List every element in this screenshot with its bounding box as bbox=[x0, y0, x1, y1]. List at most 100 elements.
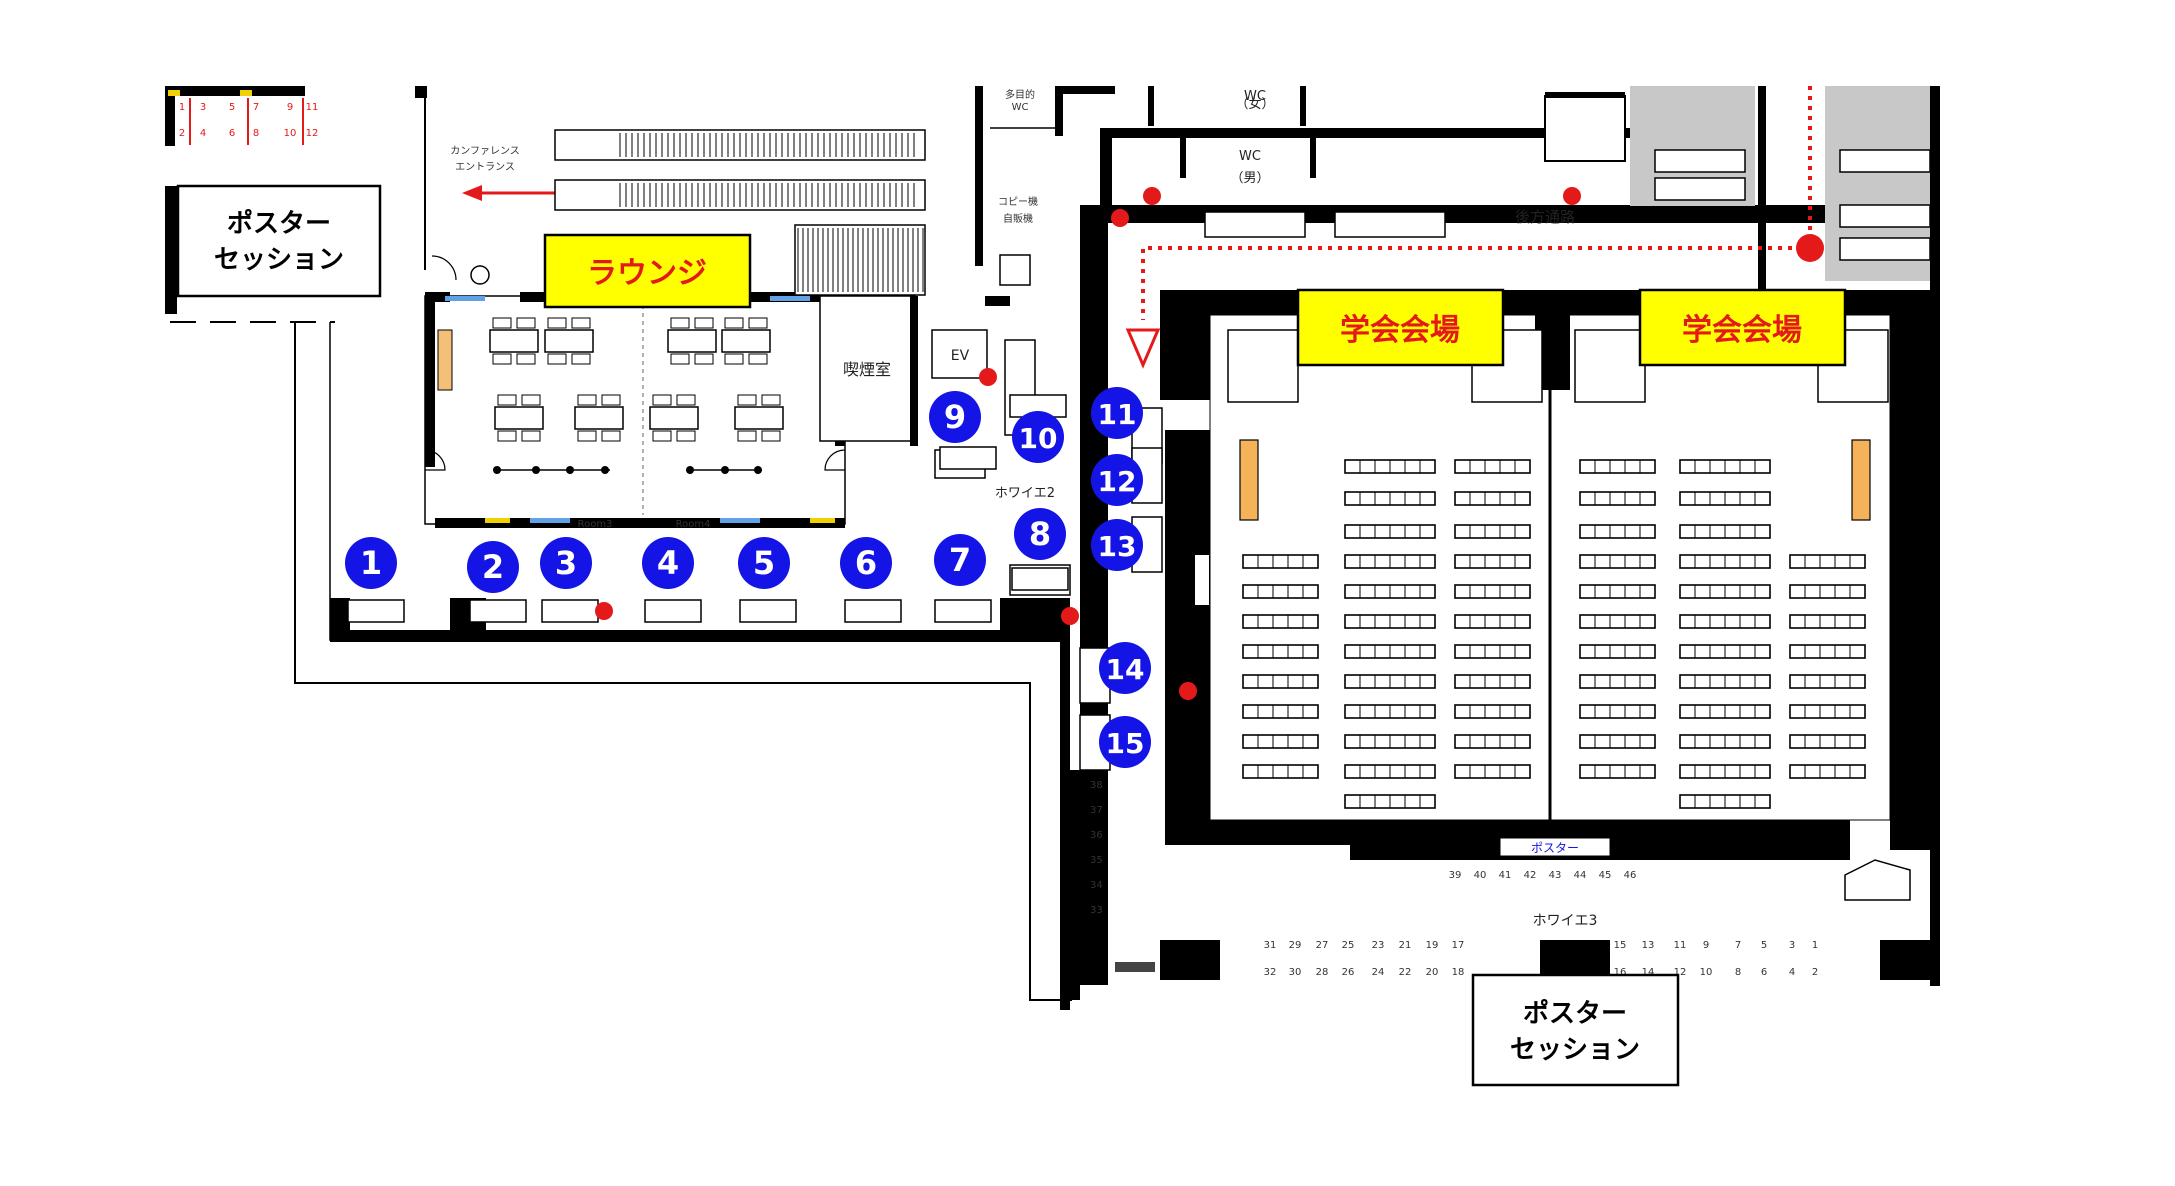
poster-number: 29 bbox=[1289, 940, 1302, 951]
booth-marker-12[interactable]: 12 bbox=[1091, 454, 1143, 506]
poster-number: 5 bbox=[229, 102, 235, 113]
booth-table bbox=[739, 599, 797, 623]
poster-session-left-line1: ポスター bbox=[227, 208, 331, 239]
booth-marker-1[interactable]: 1 bbox=[345, 537, 397, 589]
lounge-chair bbox=[737, 394, 757, 406]
lounge-chair bbox=[737, 430, 757, 442]
poster-number: 27 bbox=[1316, 940, 1329, 951]
poster-number: 1 bbox=[179, 102, 185, 113]
lounge-chair bbox=[492, 317, 512, 329]
poster-session-bottom-line2: セッション bbox=[1510, 1035, 1640, 1065]
poster-number: 36 bbox=[1090, 830, 1103, 841]
booth-marker-14[interactable]: 14 bbox=[1099, 642, 1151, 694]
smoking-room-label: 喫煙室 bbox=[843, 360, 891, 379]
poster-number: 7 bbox=[1735, 940, 1741, 951]
lounge-chair bbox=[577, 394, 597, 406]
poster-session-bottom: ポスター セッション bbox=[1471, 973, 1680, 1087]
booth-marker-15[interactable]: 15 bbox=[1099, 716, 1151, 768]
seat-row bbox=[1454, 554, 1531, 569]
poster-number: 19 bbox=[1426, 940, 1439, 951]
ev-label: EV bbox=[951, 348, 970, 364]
wc-women-label-b: （女） bbox=[1235, 96, 1274, 112]
lounge-chair bbox=[521, 430, 541, 442]
booth-marker-4[interactable]: 4 bbox=[642, 537, 694, 589]
lounge-chair bbox=[497, 430, 517, 442]
service-block: 多目的 WC コピー機 自販機 bbox=[975, 86, 1115, 286]
booth-marker-7[interactable]: 7 bbox=[934, 534, 986, 586]
lounge-chair bbox=[516, 353, 536, 365]
lounge-chair bbox=[601, 394, 621, 406]
seat-row bbox=[1789, 614, 1866, 629]
booth-marker-8[interactable]: 8 bbox=[1014, 508, 1066, 560]
poster-number: 40 bbox=[1474, 870, 1487, 881]
booth-marker-circle bbox=[345, 537, 397, 589]
poster-number: 35 bbox=[1090, 855, 1103, 866]
booth-marker-11[interactable]: 11 bbox=[1091, 387, 1143, 439]
poster-session-bottom-line1: ポスター bbox=[1523, 998, 1627, 1029]
wc-men-label-a: WC bbox=[1239, 149, 1261, 164]
multi-wc-b: WC bbox=[1012, 102, 1029, 113]
booth-marker-13[interactable]: 13 bbox=[1091, 519, 1143, 571]
poster-number: 28 bbox=[1316, 967, 1329, 978]
lounge-table bbox=[649, 406, 699, 430]
booth-marker-10[interactable]: 10 bbox=[1012, 411, 1064, 463]
poster-number: 16 bbox=[1614, 967, 1627, 978]
booth-marker-circle bbox=[738, 537, 790, 589]
booth-marker-3[interactable]: 3 bbox=[540, 537, 592, 589]
poster-number: 46 bbox=[1624, 870, 1637, 881]
lounge-table bbox=[721, 329, 771, 353]
booth-number: 11 bbox=[1098, 398, 1137, 431]
booth-marker-circle bbox=[934, 534, 986, 586]
poster-number: 3 bbox=[200, 102, 206, 113]
seat-row bbox=[1242, 554, 1319, 569]
poster-number: 11 bbox=[306, 102, 319, 113]
lounge-chair bbox=[724, 317, 744, 329]
booth-marker-6[interactable]: 6 bbox=[840, 537, 892, 589]
booth-marker-2[interactable]: 2 bbox=[467, 541, 519, 593]
booth-marker-circle bbox=[1099, 642, 1151, 694]
booth-marker-circle bbox=[1014, 508, 1066, 560]
booth-marker-circle bbox=[840, 537, 892, 589]
booth-marker-circle bbox=[642, 537, 694, 589]
poster-number: 45 bbox=[1599, 870, 1612, 881]
seat-row bbox=[1579, 524, 1656, 539]
seat-row bbox=[1789, 584, 1866, 599]
poster-number: 11 bbox=[1674, 940, 1687, 951]
booth-number: 12 bbox=[1098, 465, 1137, 498]
poster-session-left: ポスター セッション bbox=[165, 184, 382, 323]
poster-number: 37 bbox=[1090, 805, 1103, 816]
poster-number: 8 bbox=[1735, 967, 1741, 978]
booth-marker-9[interactable]: 9 bbox=[929, 391, 981, 443]
seat-row bbox=[1454, 584, 1531, 599]
poster-number: 20 bbox=[1426, 967, 1439, 978]
poster-number: 34 bbox=[1090, 880, 1103, 891]
seat-row bbox=[1579, 459, 1656, 474]
poster-number: 2 bbox=[1812, 967, 1818, 978]
lounge-chair bbox=[761, 394, 781, 406]
lounge-label: ラウンジ bbox=[587, 256, 707, 291]
hall1-label-box bbox=[1296, 288, 1505, 367]
booth-table bbox=[469, 599, 527, 623]
booth-number: 3 bbox=[555, 544, 577, 582]
poster-number: 5 bbox=[1761, 940, 1767, 951]
wc-block: WC （女） WC （男） 後方通路 bbox=[1080, 86, 1850, 238]
seat-row bbox=[1789, 644, 1866, 659]
lounge-chair bbox=[601, 430, 621, 442]
booth-number: 6 bbox=[855, 544, 877, 582]
lounge-chair bbox=[516, 317, 536, 329]
side-room-table bbox=[1654, 149, 1746, 173]
booth-table bbox=[541, 599, 599, 623]
lounge-chair bbox=[652, 394, 672, 406]
booth-marker-5[interactable]: 5 bbox=[738, 537, 790, 589]
booth-marker-circle bbox=[929, 391, 981, 443]
booth-number: 8 bbox=[1029, 515, 1051, 553]
foyer3-label: ホワイエ3 bbox=[1533, 913, 1598, 929]
poster-number: 10 bbox=[284, 128, 297, 139]
seat-row bbox=[1579, 554, 1656, 569]
poster-number: 15 bbox=[1614, 940, 1627, 951]
hall2-label-box bbox=[1638, 288, 1847, 367]
booth-tables bbox=[347, 394, 1163, 771]
